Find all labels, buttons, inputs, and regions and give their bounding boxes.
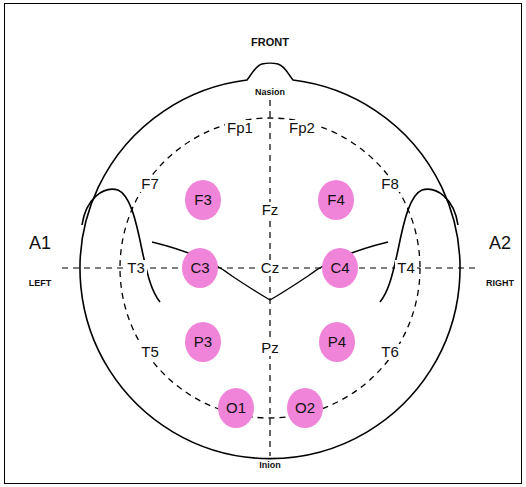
- electrode-circle: O2: [287, 388, 323, 428]
- midline: [269, 100, 270, 456]
- electrode-circle: C4: [322, 248, 358, 288]
- electrode-circle: C3: [182, 248, 218, 288]
- right-coronal-curve: [270, 242, 388, 300]
- side-label: LEFT: [27, 279, 54, 289]
- electrode-name: C3: [190, 260, 209, 277]
- electrode-label: Pz: [259, 340, 281, 357]
- head-outline: [80, 63, 460, 458]
- electrode-name: F4: [327, 192, 345, 209]
- electrode-name: F3: [194, 192, 212, 209]
- electrode-name: C4: [330, 260, 349, 277]
- electrode-circle: P4: [319, 322, 355, 362]
- electrode-name: P4: [328, 334, 346, 351]
- electrode-circle: F3: [185, 180, 221, 220]
- right-ear: [380, 189, 458, 302]
- electrode-label: Fp1: [225, 120, 255, 137]
- electrode-circle: P3: [185, 322, 221, 362]
- electrode-label: T5: [139, 344, 161, 361]
- electrode-label: T6: [379, 344, 401, 361]
- direction-label: FRONT: [249, 36, 291, 48]
- electrode-name: O1: [226, 400, 246, 417]
- electrode-circle: O1: [218, 388, 254, 428]
- electrode-label: F7: [139, 176, 161, 193]
- landmark-label: Nasion: [253, 88, 287, 98]
- reference-label: A2: [487, 234, 513, 254]
- left-ear: [82, 189, 160, 302]
- electrode-circle: F4: [318, 180, 354, 220]
- landmark-label: Inion: [257, 461, 283, 471]
- electrode-label: F8: [379, 176, 401, 193]
- reference-label: A1: [27, 234, 53, 254]
- electrode-name: O2: [295, 400, 315, 417]
- side-label: RIGHT: [484, 279, 516, 289]
- electrode-name: P3: [194, 334, 212, 351]
- electrode-label: Fp2: [287, 120, 317, 137]
- electrode-label: T4: [395, 260, 417, 277]
- electrode-label: Cz: [259, 260, 281, 277]
- electrode-label: Fz: [260, 202, 281, 219]
- left-coronal-curve: [152, 242, 270, 300]
- electrode-label: T3: [125, 260, 147, 277]
- frame: [5, 4, 522, 484]
